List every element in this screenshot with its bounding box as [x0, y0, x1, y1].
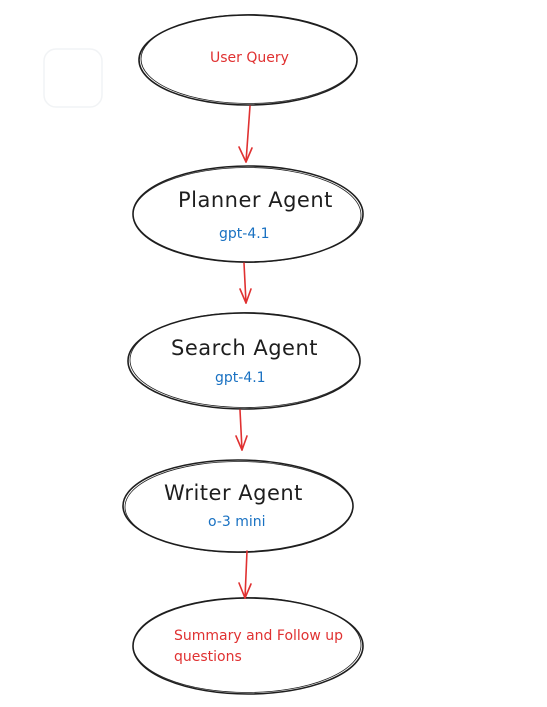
planner-agent-title: Planner Agent	[178, 188, 333, 212]
search-agent-ellipse	[127, 312, 361, 410]
arrow-writer-to-summary	[238, 550, 252, 599]
search-agent-model: gpt-4.1	[215, 370, 266, 386]
writer-agent-ellipse	[122, 459, 354, 553]
user-query-label: User Query	[210, 50, 289, 66]
writer-agent-title: Writer Agent	[164, 481, 303, 505]
planner-agent-ellipse	[132, 165, 364, 263]
arrow-search-to-writer	[235, 409, 248, 451]
arrow-user-query-to-planner	[238, 105, 253, 163]
summary-label: Summary and Follow up questions	[174, 628, 344, 665]
planner-agent-model: gpt-4.1	[219, 226, 270, 242]
writer-agent-model: o-3 mini	[208, 514, 266, 530]
faint-rounded-box	[43, 48, 103, 108]
arrow-planner-to-search	[239, 262, 252, 304]
summary-ellipse	[132, 597, 364, 695]
user-query-ellipse	[138, 14, 358, 106]
search-agent-title: Search Agent	[171, 336, 318, 360]
